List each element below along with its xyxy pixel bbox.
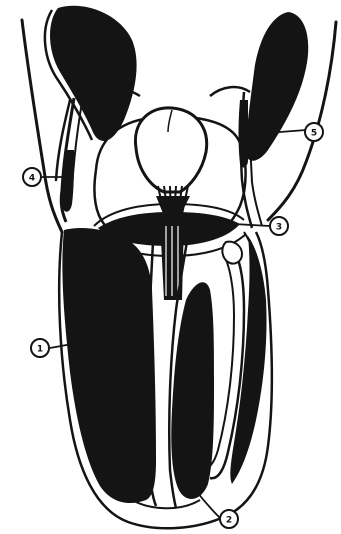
central-bulb [135,108,206,192]
upper-left-lobe [50,6,137,141]
right-outer-strip [230,236,266,484]
upper-right-lobe [246,12,308,161]
lower-right-mass [171,282,214,499]
callout-label-3: 3 [276,223,282,233]
lower-left-mass [62,228,156,503]
right-tube-cap [222,242,242,264]
callout-label-1: 1 [37,345,43,355]
callout-4: 4 [23,168,41,186]
callout-label-5: 5 [311,129,317,139]
leader-line-3 [234,224,270,226]
left-duct-fill [61,150,74,212]
leader-line-2 [194,488,220,518]
callout-3: 3 [270,217,288,235]
callout-label-2: 2 [226,516,232,526]
callout-5: 5 [305,123,323,141]
callout-2: 2 [220,510,238,528]
callout-label-4: 4 [29,174,35,184]
callout-1: 1 [31,339,49,357]
